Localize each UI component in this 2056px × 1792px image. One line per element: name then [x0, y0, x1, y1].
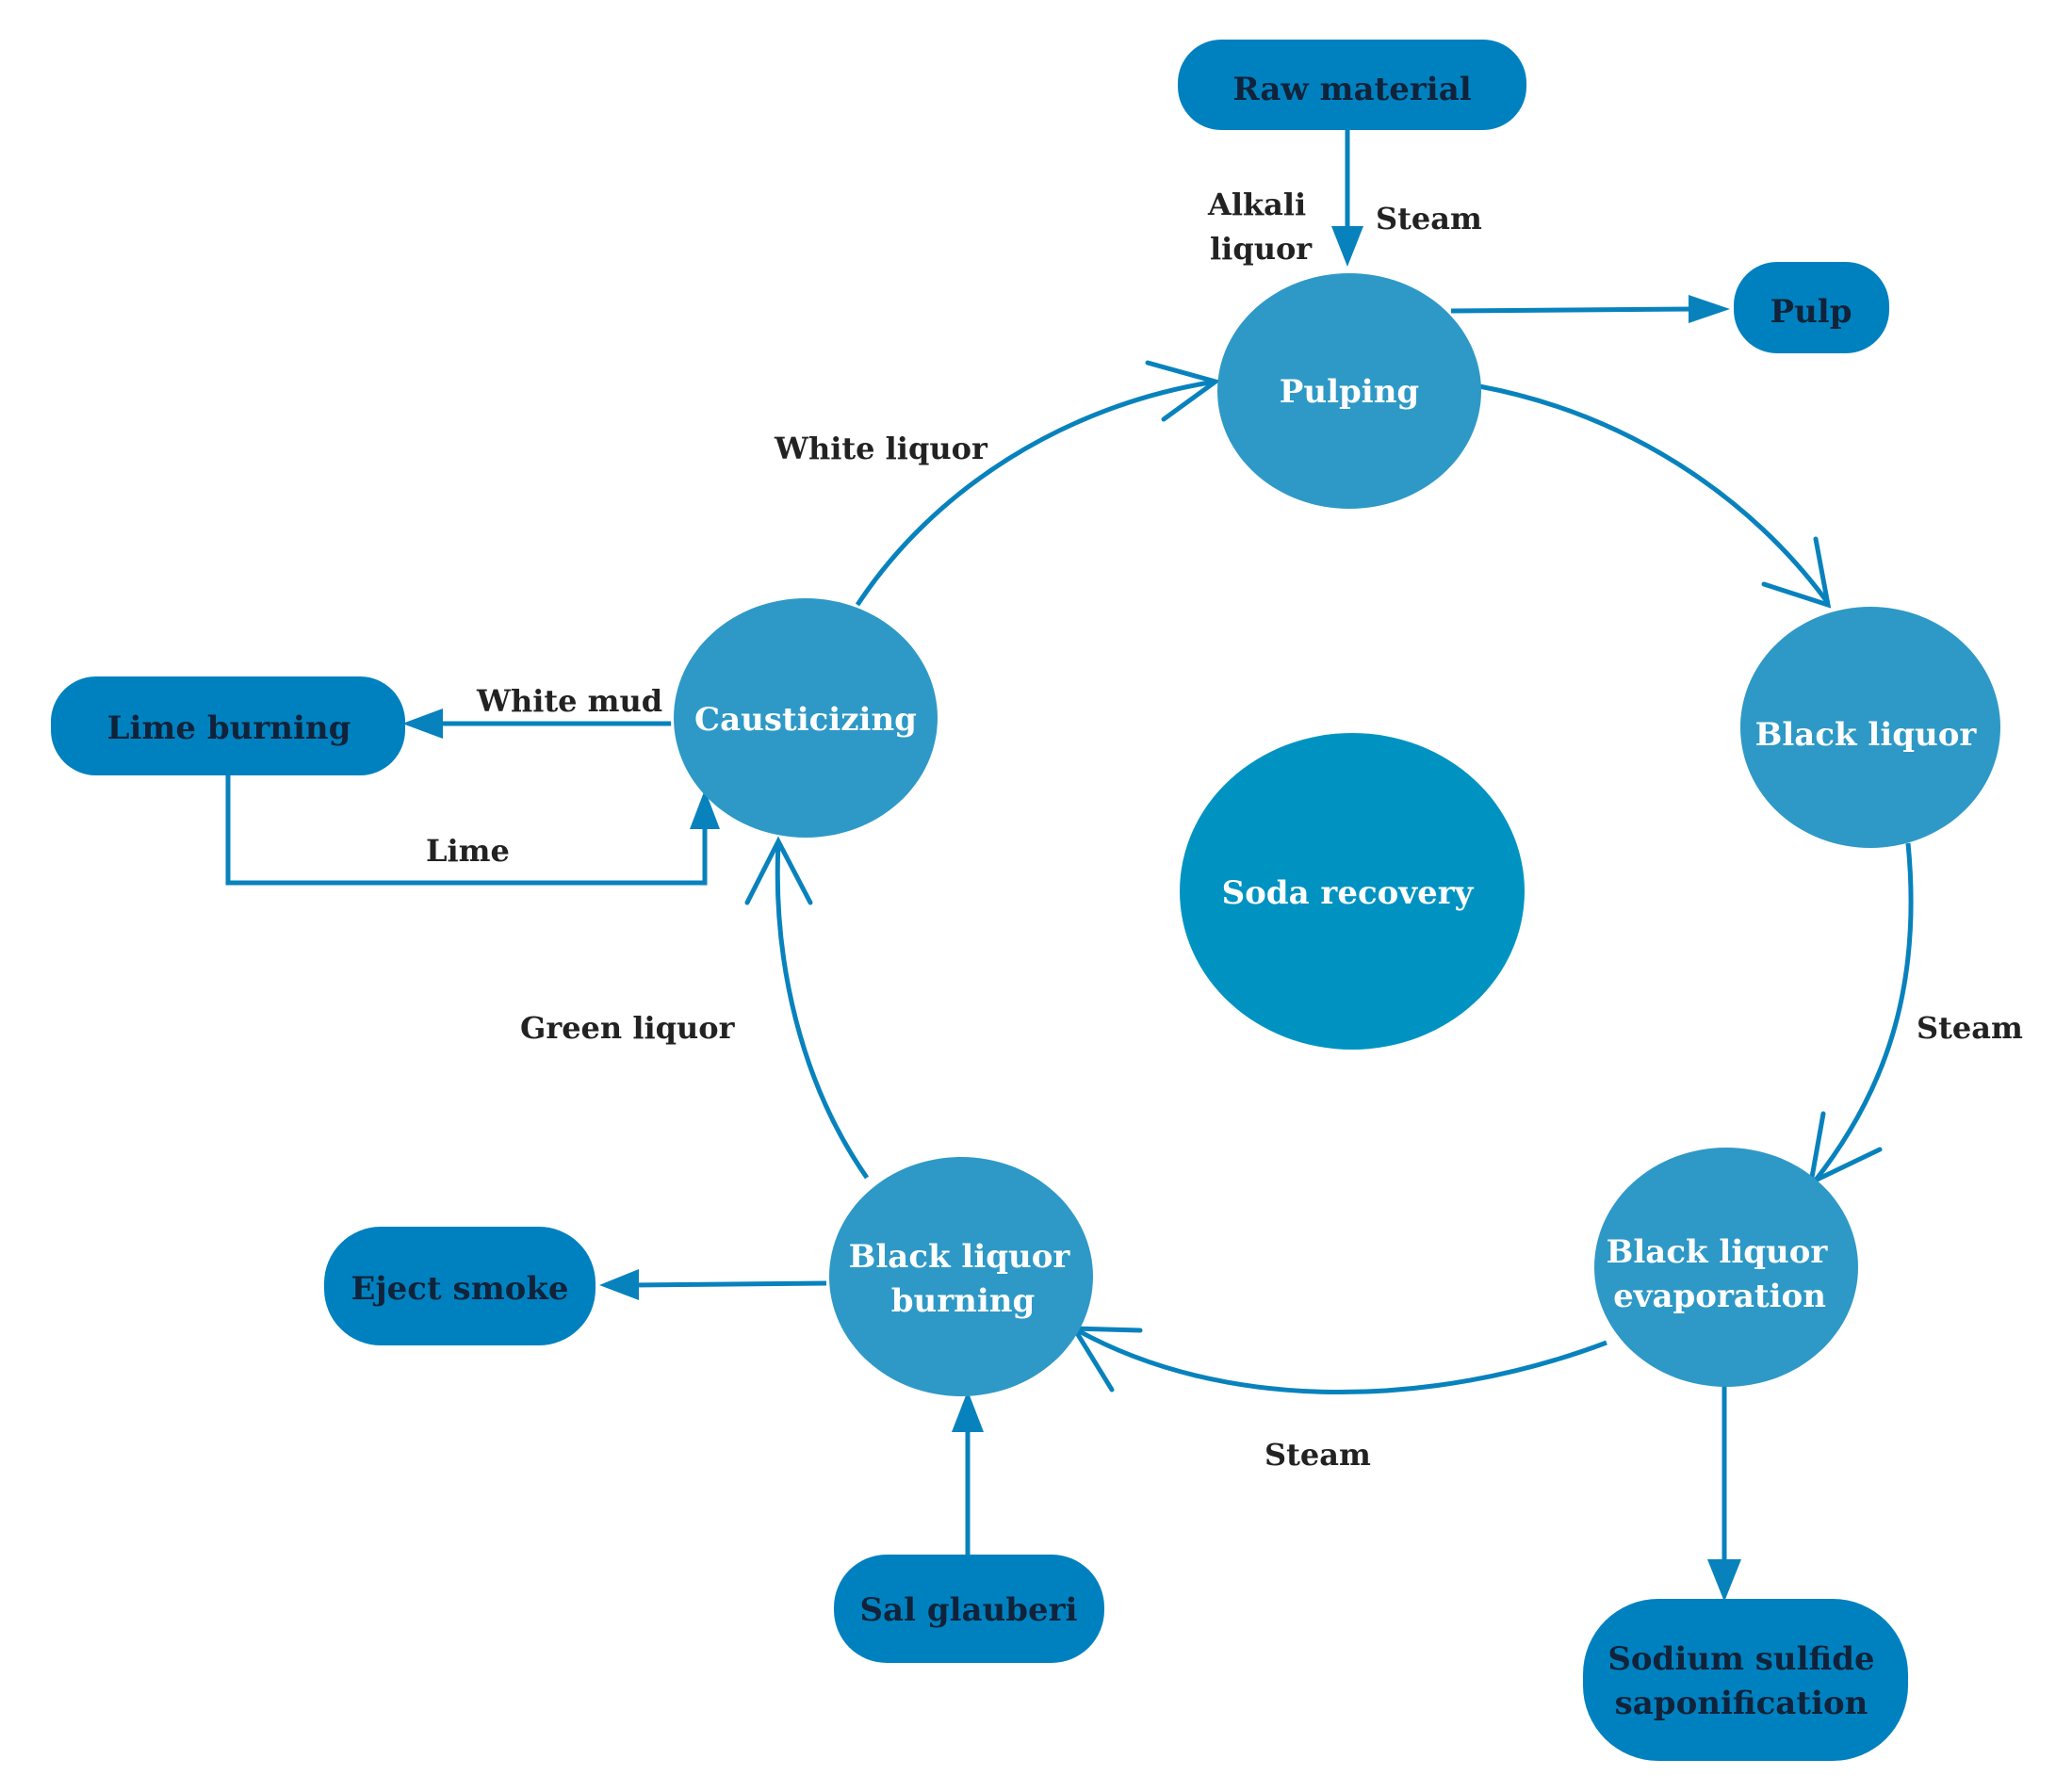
pulp-node [1734, 262, 1889, 353]
v-arrowhead-into-pulping [1145, 360, 1221, 422]
evaporation-node [1594, 1148, 1858, 1387]
causticizing-to-pulping-arc [855, 379, 1216, 607]
pulping-to-black-liquor-arc [1478, 383, 1831, 605]
steam-top-label: Steam [1376, 201, 1482, 236]
steam-bottom-label: Steam [1265, 1437, 1371, 1473]
burning-label-line1: Black liquor [849, 1238, 1071, 1276]
alkali-liquor-label-line1: Alkali [1207, 187, 1306, 222]
sodium-sulfide-label-line1: Sodium sulfide [1607, 1640, 1874, 1678]
burning-to-causticizing-arc [775, 842, 870, 1180]
arrowhead-into-sodium-sulfide [1707, 1559, 1741, 1602]
green-liquor-label: Green liquor [520, 1010, 736, 1046]
eject-smoke-node [324, 1227, 596, 1345]
lime-burning-label: Lime burning [107, 709, 351, 747]
v-arrowhead-into-burning [1069, 1326, 1143, 1393]
causticizing-node [674, 598, 938, 838]
alkali-liquor-label-line2: liquor [1210, 231, 1313, 267]
pulping-label: Pulping [1280, 373, 1419, 411]
arrowhead-into-pulping [1331, 226, 1363, 267]
v-arrowhead-into-causticizing [744, 836, 813, 905]
arrowhead-into-causticizing-from-lime [690, 790, 720, 829]
lime-burning-node [51, 676, 405, 775]
pulping-to-pulp-line [1450, 306, 1697, 314]
lime-label: Lime [426, 833, 510, 869]
black-liquor-node [1740, 607, 2000, 848]
arrowhead-into-lime-burning [402, 709, 443, 739]
evaporation-label-line2: evaporation [1613, 1278, 1826, 1315]
arrowhead-into-burning [952, 1391, 984, 1432]
black-liquor-label: Black liquor [1755, 716, 1978, 754]
evaporation-to-burning-arc [1072, 1326, 1607, 1395]
sal-glauberi-label: Sal glauberi [859, 1591, 1077, 1629]
soda-recovery-node [1180, 733, 1525, 1050]
arrowhead-into-eject-smoke [599, 1269, 639, 1300]
lime-burning-to-causticizing-line [225, 773, 708, 886]
sodium-sulfide-label-line2: saponification [1615, 1685, 1868, 1722]
soda-recovery-label: Soda recovery [1222, 874, 1475, 912]
white-mud-label: White mud [476, 683, 662, 719]
burning-label-line2: burning [891, 1282, 1036, 1320]
white-liquor-label: White liquor [774, 431, 988, 466]
burning-node [829, 1157, 1093, 1396]
causticizing-label: Causticizing [694, 701, 917, 739]
burning-to-eject-smoke-line [630, 1280, 827, 1288]
sal-glauberi-node [834, 1555, 1104, 1663]
pulping-node [1217, 273, 1481, 509]
steam-right-label: Steam [1917, 1010, 2023, 1046]
v-arrowhead-into-black-liquor [1761, 536, 1832, 609]
sodium-sulfide-node [1583, 1599, 1908, 1761]
arrowhead-into-pulp [1689, 295, 1730, 323]
raw-material-node [1178, 40, 1526, 130]
pulp-label: Pulp [1770, 293, 1852, 331]
black-liquor-to-evaporation-arc [1812, 842, 1914, 1184]
eject-smoke-label: Eject smoke [351, 1270, 568, 1308]
evaporation-label-line1: Black liquor [1607, 1233, 1829, 1271]
raw-material-label: Raw material [1232, 71, 1471, 108]
